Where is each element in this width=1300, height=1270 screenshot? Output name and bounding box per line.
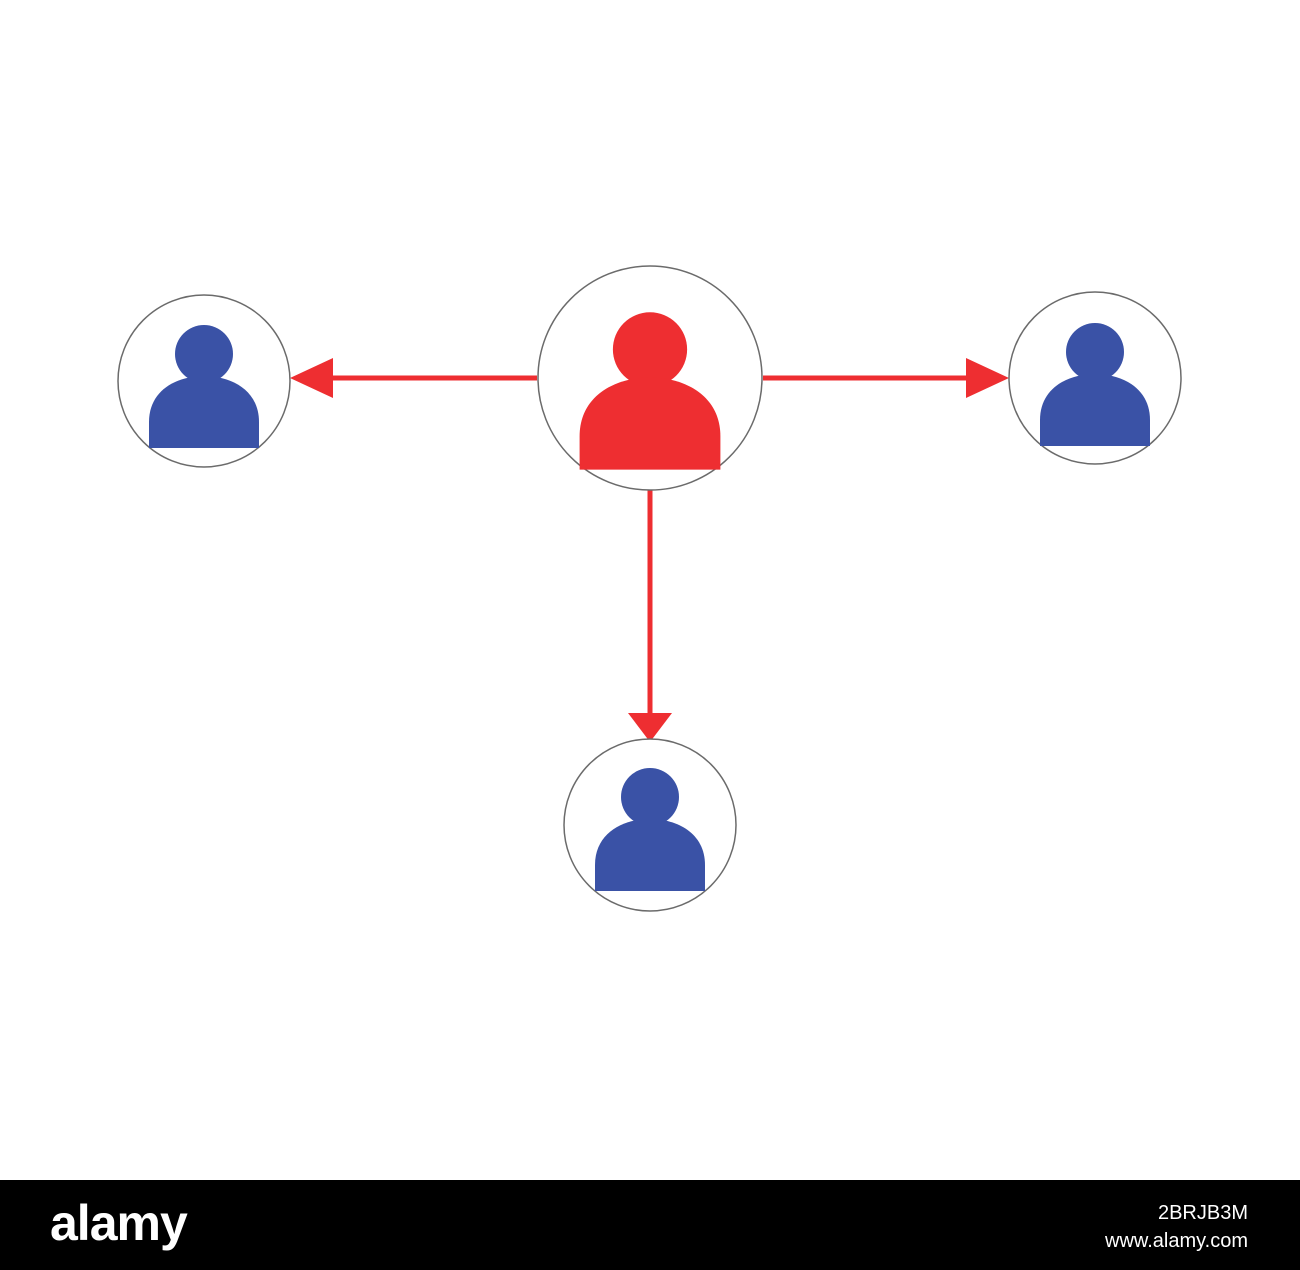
edge-center-to-bottom [628, 488, 672, 742]
edge-center-to-right [763, 358, 1009, 398]
brand-logo: alamy [50, 1195, 188, 1251]
edge-center-to-left [290, 358, 537, 398]
network-diagram [117, 265, 1182, 912]
image-url-label: www.alamy.com [1105, 1230, 1248, 1252]
right-node [1008, 291, 1182, 465]
left-node [117, 294, 291, 468]
center-node [537, 265, 763, 491]
image-id-label: 2BRJB3M [1157, 1202, 1248, 1224]
watermark-footer: alamy 2BRJB3M www.alamy.com [0, 1180, 1300, 1270]
bottom-node [563, 738, 737, 912]
